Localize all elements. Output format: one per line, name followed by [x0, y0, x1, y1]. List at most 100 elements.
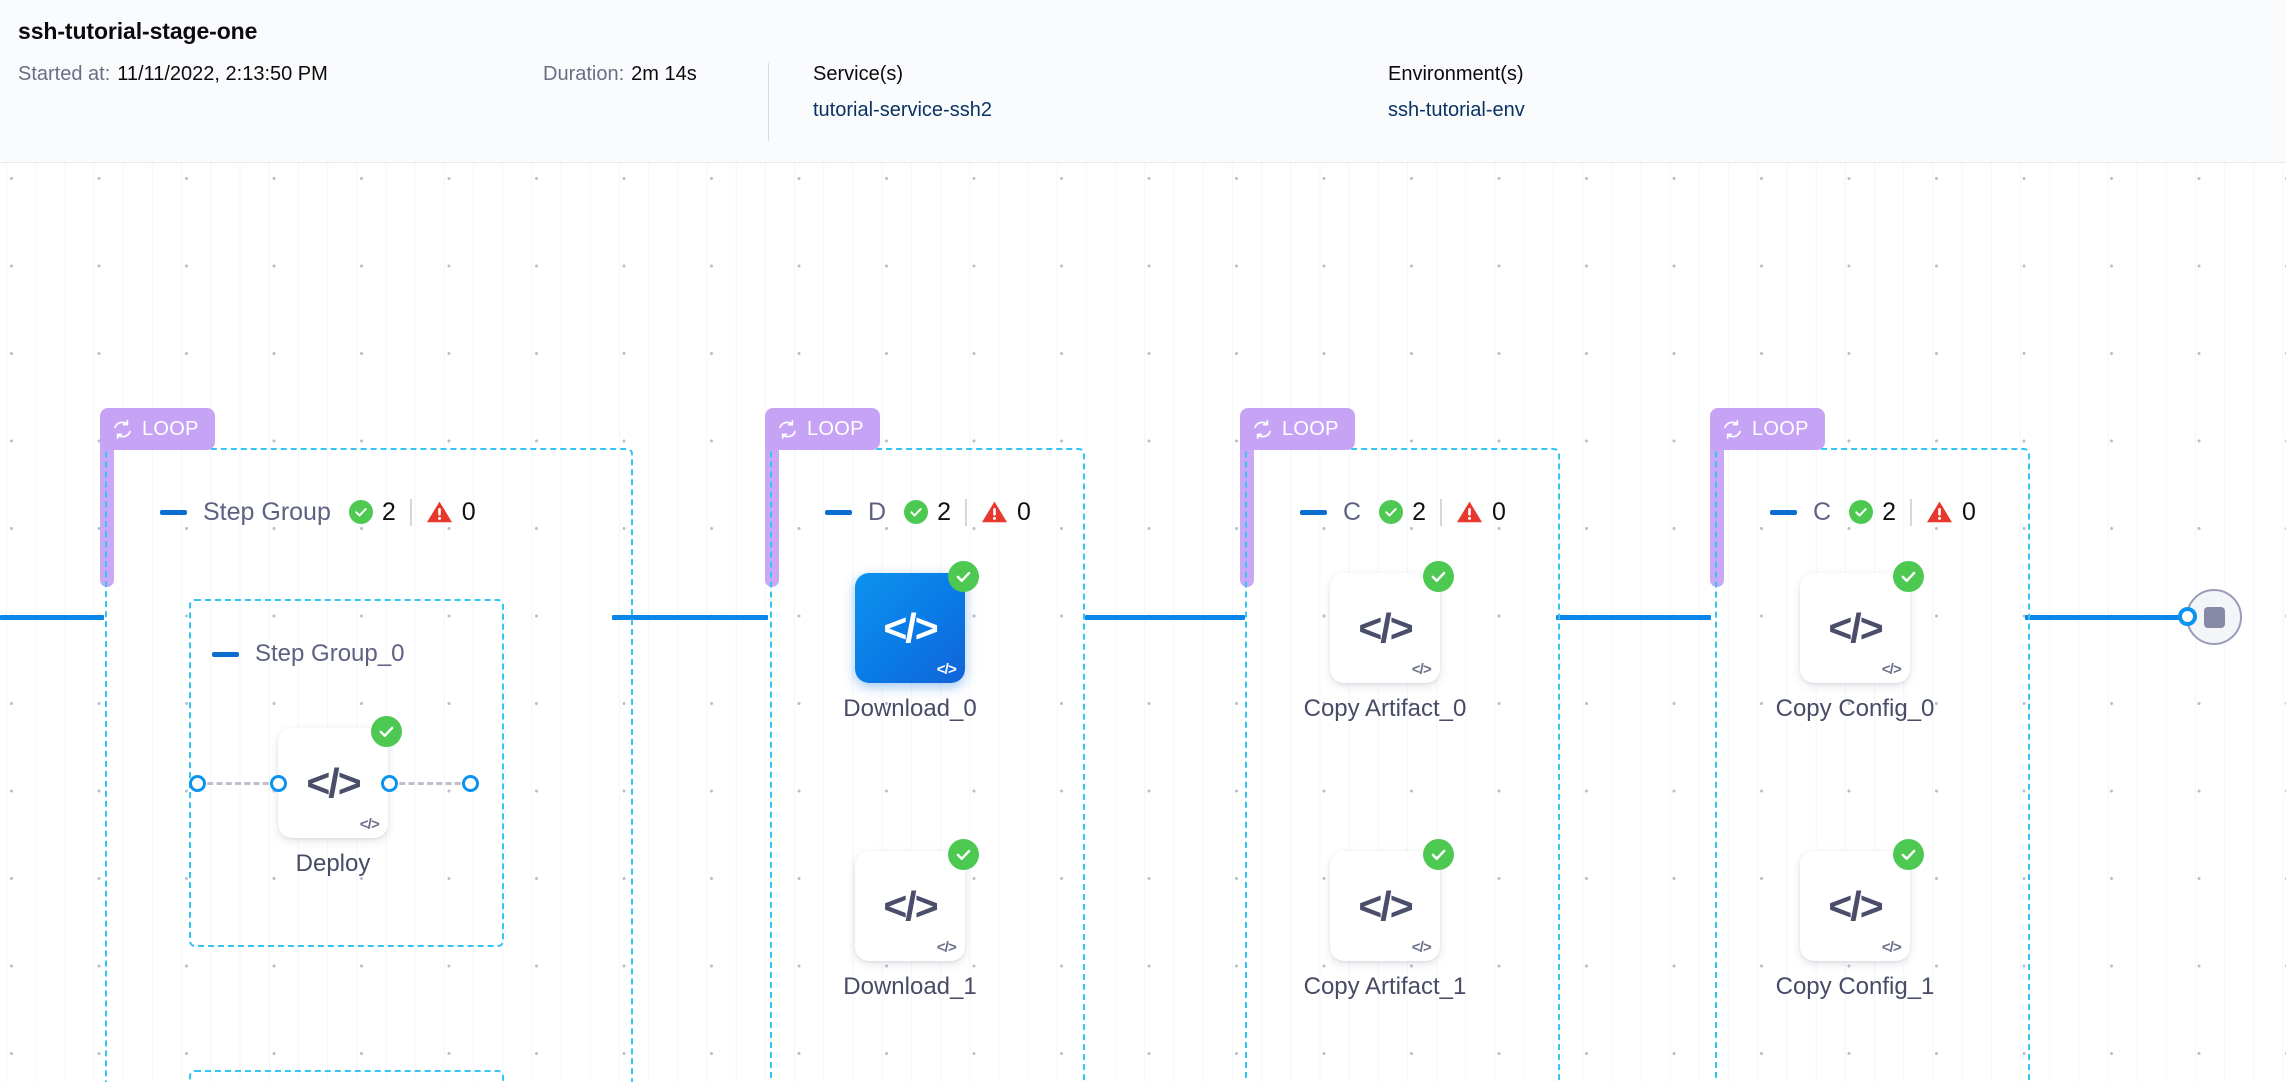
- success-count: 2: [381, 497, 396, 526]
- step-node-download-0: </> </> Download_0: [843, 561, 979, 722]
- error-count-icon: [1926, 500, 1953, 524]
- loop-badge-label: LOOP: [1752, 417, 1809, 440]
- stop-square-icon: [2203, 606, 2225, 628]
- step-node-label: Download_1: [843, 973, 977, 1000]
- step-node-tile[interactable]: </> </>: [278, 716, 402, 838]
- loop-bar: [1710, 445, 1724, 587]
- loop-bar: [765, 445, 779, 587]
- group-title: Step Group: [203, 497, 331, 526]
- port-group-right[interactable]: [462, 775, 479, 792]
- step-node-copy-config-1: </> </> Copy Config_1: [1776, 839, 1934, 1000]
- node-link-left: [198, 782, 278, 785]
- collapse-toggle-icon[interactable]: [160, 509, 187, 515]
- check-icon: [1385, 508, 1397, 517]
- port-group-left[interactable]: [189, 775, 206, 792]
- node-link-right: [390, 782, 470, 785]
- step-node-tile[interactable]: </> </>: [855, 839, 979, 961]
- step-node-tile[interactable]: </> </>: [1330, 839, 1454, 961]
- service-link[interactable]: tutorial-service-ssh2: [813, 99, 992, 121]
- check-icon: [1901, 571, 1916, 582]
- step-node-copy-config-0: </> </> Copy Config_0: [1776, 561, 1934, 722]
- error-count-icon: [1456, 500, 1483, 524]
- loop-icon: [114, 419, 131, 439]
- error-count-icon: [426, 500, 453, 524]
- loop-badge[interactable]: LOOP: [1710, 408, 1825, 450]
- group-title: C: [1343, 497, 1362, 526]
- counter-divider: [1439, 498, 1442, 526]
- step-node-label: Copy Config_0: [1775, 695, 1935, 722]
- warning-triangle-icon: [426, 501, 452, 523]
- loop-badge[interactable]: LOOP: [765, 408, 880, 450]
- group-counters: 2 0: [1849, 498, 1976, 527]
- collapse-toggle-icon[interactable]: [1300, 509, 1327, 515]
- flow-connector-entry: [0, 615, 104, 620]
- code-brackets-icon: </>: [1828, 604, 1883, 651]
- success-count-icon: [1379, 500, 1404, 524]
- group-box: [1715, 448, 2030, 1082]
- error-count: 0: [1961, 497, 1976, 526]
- loop-badge-label: LOOP: [807, 417, 864, 440]
- code-brackets-icon: </>: [306, 759, 361, 806]
- status-badge: [948, 839, 979, 870]
- services-block: Service(s) tutorial-service-ssh2: [813, 63, 1388, 122]
- flow-connector-4-end: [2025, 615, 2195, 620]
- node-type-icon: </>: [1411, 661, 1432, 678]
- environment-link[interactable]: ssh-tutorial-env: [1388, 99, 1525, 121]
- success-count-icon: [904, 500, 929, 524]
- code-brackets-icon: </>: [1358, 604, 1413, 651]
- code-brackets-icon: </>: [1828, 882, 1883, 929]
- pipeline-end-node[interactable]: [2186, 589, 2242, 645]
- group-counters: 2 0: [1379, 498, 1506, 527]
- loop-badge[interactable]: LOOP: [100, 408, 215, 450]
- pipeline-canvas[interactable]: LOOP Step Group 2: [0, 163, 2286, 1082]
- group-counters: 2 0: [348, 497, 476, 527]
- check-icon: [956, 849, 971, 860]
- flow-connector-3-4: [1556, 615, 1711, 620]
- loop-bar: [1240, 445, 1254, 587]
- loop-badge[interactable]: LOOP: [1240, 408, 1355, 450]
- flow-connector-1-2: [612, 615, 768, 620]
- started-at-label: Started at:: [18, 63, 111, 85]
- loop-bar: [100, 445, 114, 587]
- step-node-label: Copy Artifact_1: [1303, 973, 1467, 1000]
- port-node-right[interactable]: [381, 775, 398, 792]
- header-divider: [768, 63, 769, 141]
- step-node-tile[interactable]: </> </>: [1330, 561, 1454, 683]
- check-icon: [1431, 849, 1446, 860]
- collapse-toggle-icon[interactable]: [212, 651, 239, 657]
- status-badge: [1423, 561, 1454, 592]
- error-count: 0: [1016, 497, 1031, 526]
- status-badge: [371, 716, 402, 747]
- group-header: C 2 0: [1770, 495, 1976, 529]
- step-node-label: Download_0: [843, 695, 977, 722]
- check-icon: [1431, 571, 1446, 582]
- port-node-left[interactable]: [270, 775, 287, 792]
- collapse-toggle-icon[interactable]: [825, 509, 852, 515]
- check-icon: [1901, 849, 1916, 860]
- duration-block: Duration: 2m 14s: [543, 63, 768, 86]
- end-node-port[interactable]: [2178, 607, 2197, 626]
- warning-triangle-icon: [981, 501, 1007, 523]
- stage-header: ssh-tutorial-stage-one Started at: 11/11…: [0, 0, 2286, 163]
- inner-step-group-title: Step Group_0: [255, 640, 405, 667]
- code-brackets-icon: </>: [883, 604, 938, 651]
- step-node-tile[interactable]: </> </>: [1800, 839, 1924, 961]
- inner-step-group-box-1: [189, 1070, 504, 1082]
- group-title: C: [1813, 497, 1832, 526]
- loop-badge-label: LOOP: [142, 417, 199, 440]
- group-box: [770, 448, 1085, 1082]
- step-node-deploy: </> </> Deploy: [278, 716, 402, 877]
- error-count-icon: [981, 500, 1008, 524]
- duration-label: Duration:: [543, 63, 625, 85]
- warning-triangle-icon: [1926, 501, 1952, 523]
- group-box: [1245, 448, 1560, 1082]
- step-node-tile[interactable]: </> </>: [855, 561, 979, 683]
- step-node-tile[interactable]: </> </>: [1800, 561, 1924, 683]
- check-icon: [379, 726, 394, 737]
- stage-meta-row: Started at: 11/11/2022, 2:13:50 PM Durat…: [18, 63, 2286, 143]
- step-node-label: Deploy: [295, 850, 371, 877]
- counter-divider: [409, 498, 412, 526]
- warning-triangle-icon: [1456, 501, 1482, 523]
- loop-icon: [1724, 419, 1741, 439]
- collapse-toggle-icon[interactable]: [1770, 509, 1797, 515]
